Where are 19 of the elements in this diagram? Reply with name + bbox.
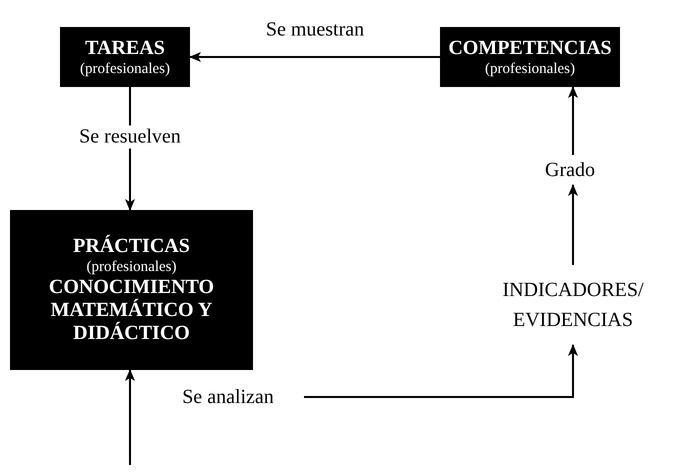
node-label: Grado bbox=[545, 158, 595, 183]
subtitle: (profesionales) bbox=[80, 60, 170, 78]
arrow bbox=[125, 369, 135, 465]
node-label: INDICADORES/ EVIDENCIAS bbox=[501, 278, 645, 333]
arrow bbox=[568, 86, 578, 155]
subtitle: (profesionales) bbox=[86, 258, 176, 276]
subtitle: (profesionales) bbox=[485, 60, 575, 78]
edge-label: Se muestran bbox=[264, 18, 366, 42]
title: TAREAS bbox=[85, 36, 165, 60]
node-label: Se analizan bbox=[182, 385, 274, 410]
arrow bbox=[304, 344, 578, 398]
title: PRÁCTICAS bbox=[73, 235, 190, 258]
arrow bbox=[189, 52, 440, 62]
process-box bbox=[10, 210, 253, 370]
process-box bbox=[440, 27, 620, 87]
title: COMPETENCIAS bbox=[448, 36, 612, 60]
process-box bbox=[60, 27, 190, 87]
arrow bbox=[568, 184, 578, 265]
title: CONOCIMIENTO MATEMÁTICO Y DIDÁCTICO bbox=[48, 276, 216, 345]
